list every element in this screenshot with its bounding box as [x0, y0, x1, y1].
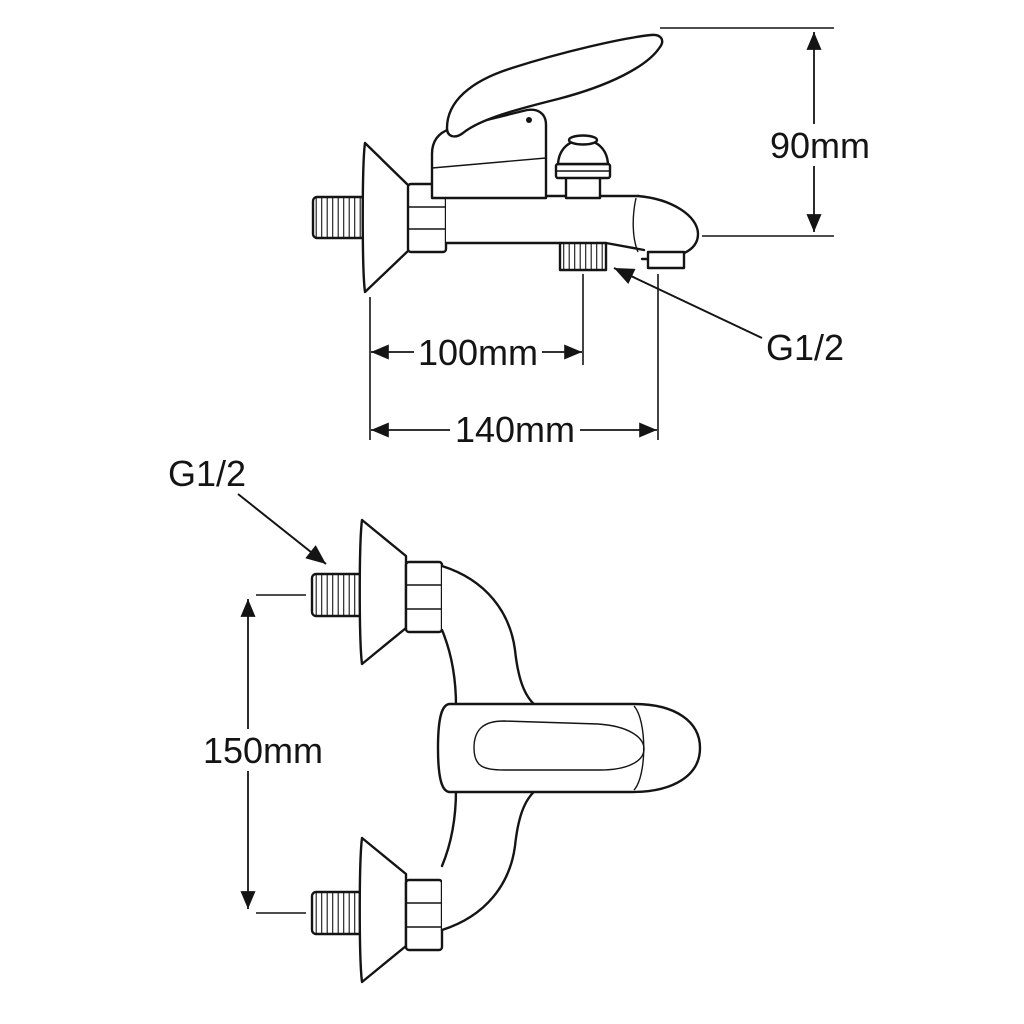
side-view: 90mm 100mm 140mm G1/2 — [311, 27, 872, 450]
label-mask — [450, 408, 580, 450]
body-lower-right-edge — [440, 788, 538, 932]
thread-callout-front: G1/2 — [168, 453, 327, 565]
label-mask — [766, 124, 872, 166]
handle-screw-dot — [526, 117, 532, 123]
mounting-nut-top — [404, 560, 444, 634]
thread-text-front: G1/2 — [168, 453, 246, 494]
body-bottom-edge-right — [604, 241, 646, 252]
thread-text-side: G1/2 — [766, 327, 844, 368]
wall-mount-top — [310, 518, 444, 666]
lever-handle-front — [436, 702, 702, 794]
body-lower-left-edge — [440, 788, 458, 868]
label-mask — [414, 330, 542, 372]
threaded-inlet-top — [312, 574, 362, 616]
lever-handle-side — [445, 33, 664, 138]
body-upper-right-edge — [440, 564, 538, 708]
dim-text-90mm: 90mm — [770, 125, 870, 166]
diverter-neck — [564, 174, 602, 200]
dimension-100mm: 100mm — [369, 274, 584, 440]
body-upper-fill — [442, 566, 536, 706]
diverter-cap — [567, 134, 599, 146]
mounting-nut-bottom — [404, 878, 444, 952]
dimension-90mm: 90mm — [660, 27, 872, 237]
diverter-knob — [554, 134, 612, 200]
dim-text-150mm: 150mm — [203, 730, 323, 771]
spout-outlet — [646, 250, 686, 270]
label-mask — [205, 729, 321, 771]
leader-line — [613, 267, 763, 339]
threaded-inlet-bottom — [312, 892, 362, 934]
wall-flange-bottom — [358, 836, 408, 984]
wall-mount-side — [311, 141, 448, 294]
threaded-inlet-side — [313, 197, 365, 238]
body-upper-left-edge — [440, 628, 458, 708]
shower-outlet — [558, 241, 608, 272]
wall-flange-top — [358, 518, 408, 666]
leader-line — [237, 493, 327, 565]
front-view: G1/2 — [168, 453, 702, 984]
body-lower-fill — [442, 790, 536, 930]
thread-callout-side: G1/2 — [613, 267, 844, 368]
wall-flange-side — [361, 141, 411, 294]
dimension-150mm: 150mm — [203, 594, 323, 914]
shower-outlet-thread — [560, 243, 606, 270]
wall-mount-bottom — [310, 836, 444, 984]
dim-text-100mm: 100mm — [418, 332, 538, 373]
dim-text-140mm: 140mm — [455, 409, 575, 450]
cartridge-seam — [431, 157, 547, 169]
handle-inner-contour — [473, 720, 645, 771]
shower-outlet-outline — [558, 241, 608, 272]
dimension-140mm: 140mm — [371, 274, 659, 450]
